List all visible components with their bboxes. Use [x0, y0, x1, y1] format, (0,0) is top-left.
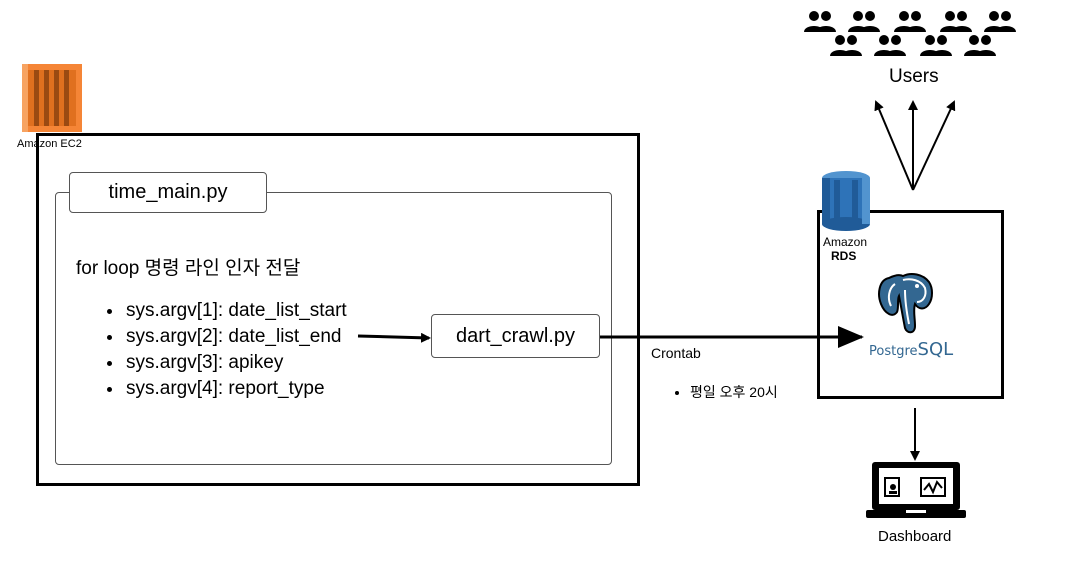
arg-item: sys.argv[4]: report_type — [124, 376, 347, 402]
dashboard-monitor-icon — [866, 462, 966, 518]
users-group-icon — [804, 11, 1016, 56]
rds-label-line1: Amazon — [823, 235, 868, 249]
arg-item: sys.argv[3]: apikey — [124, 350, 347, 376]
postgresql-label-part2: SQL — [917, 339, 954, 360]
dart-crawl-node: dart_crawl.py — [431, 314, 600, 358]
time-main-title-text: time_main.py — [108, 181, 228, 203]
time-main-title: time_main.py — [69, 172, 267, 213]
crontab-label: Crontab — [651, 345, 701, 361]
users-label: Users — [889, 66, 939, 87]
time-main-heading: for loop 명령 라인 인자 전달 — [76, 258, 301, 279]
arg-item: sys.argv[2]: date_list_end — [124, 324, 347, 350]
rds-to-users-arrow-right — [912, 100, 956, 191]
amazon-rds-icon — [822, 171, 870, 231]
args-to-dart-arrow — [357, 332, 431, 343]
dashboard-label: Dashboard — [878, 528, 952, 545]
ec2-label: Amazon EC2 — [17, 138, 82, 150]
rds-label-line2: RDS — [831, 249, 857, 263]
rds-container — [817, 210, 1004, 399]
dart-crawl-title: dart_crawl.py — [456, 324, 575, 347]
ec2-instance-container — [36, 133, 640, 486]
args-list: sys.argv[1]: date_list_start sys.argv[2]… — [96, 298, 347, 402]
rds-to-users-arrow-left — [874, 100, 914, 191]
crontab-schedule-list: 평일 오후 20시 — [672, 382, 778, 402]
postgresql-elephant-icon — [878, 273, 933, 334]
amazon-ec2-icon — [22, 64, 82, 132]
postgresql-label: PostgreSQL — [869, 339, 953, 360]
postgresql-label-part1: Postgre — [869, 344, 918, 359]
arg-item: sys.argv[1]: date_list_start — [124, 298, 347, 324]
schedule-item: 평일 오후 20시 — [690, 382, 778, 402]
